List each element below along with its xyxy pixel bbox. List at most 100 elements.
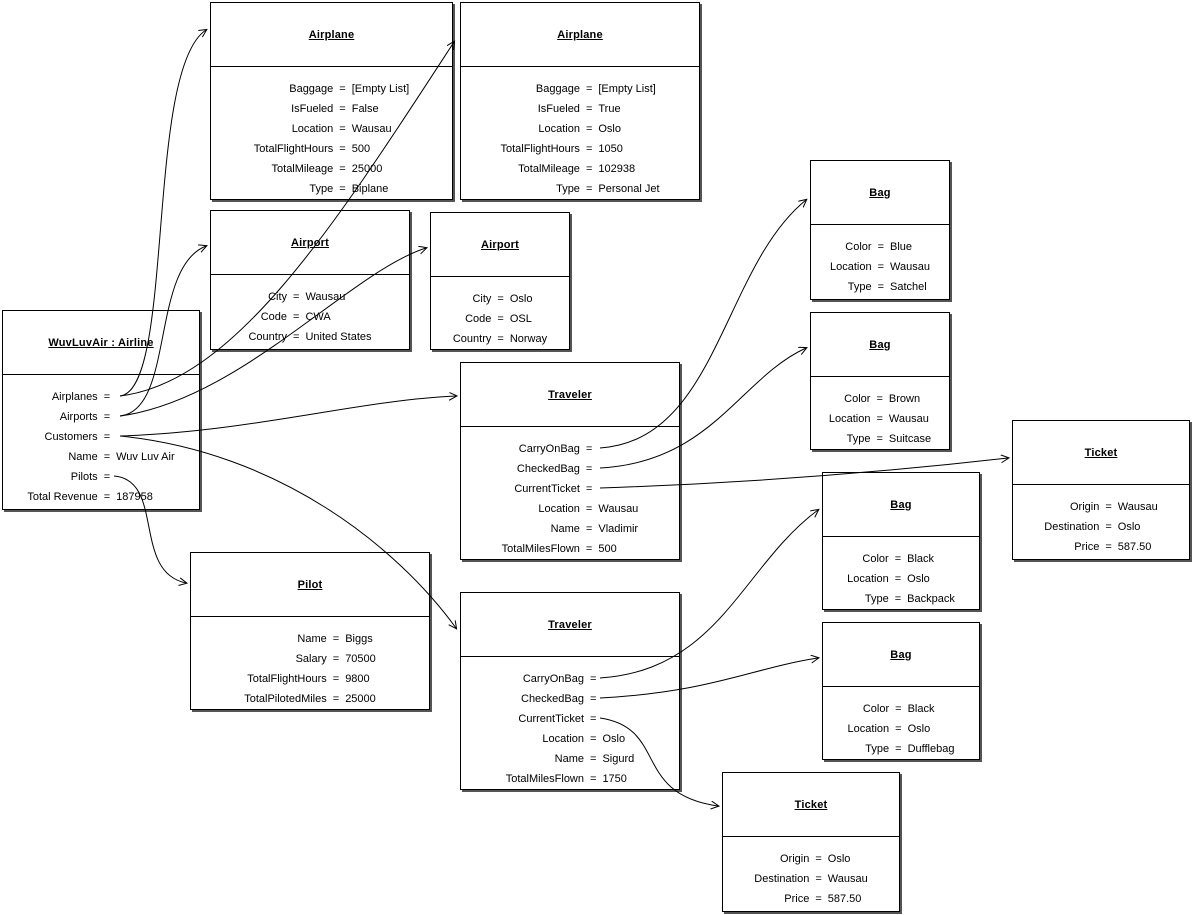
field-name: TotalFlightHours <box>253 143 334 155</box>
equals-sign: = <box>876 413 883 425</box>
node-airplane-wausau[interactable]: Airplane Baggage=[Empty List] IsFueled=F… <box>210 2 453 200</box>
equals-sign: = <box>585 503 593 515</box>
field-name: TotalMilesFlown <box>501 543 580 555</box>
node-airplane-oslo[interactable]: Airplane Baggage=[Empty List] IsFueled=T… <box>460 2 700 200</box>
node-fields: Origin=Wausau Destination=Oslo Price=587… <box>1013 485 1189 557</box>
node-bag-backpack[interactable]: Bag Color=Black Location=Oslo Type=Backp… <box>822 472 980 610</box>
equals-sign: = <box>103 491 111 503</box>
field-name: Total Revenue <box>27 491 98 503</box>
field-value: 25000 <box>351 163 383 175</box>
field-name: Type <box>864 593 889 605</box>
field-name: Name <box>550 523 580 535</box>
node-traveler-sigurd[interactable]: Traveler CarryOnBag= CheckedBag= Current… <box>460 592 680 790</box>
equals-sign: = <box>103 471 111 483</box>
node-fields: Name=Biggs Salary=70500 TotalFlightHours… <box>191 617 429 709</box>
node-airline[interactable]: WuvLuvAir : Airline Airplanes= Airports=… <box>2 310 200 510</box>
field-name: Pilots <box>70 471 98 483</box>
node-fields: Baggage=[Empty List] IsFueled=False Loca… <box>211 67 452 199</box>
field-name: TotalFlightHours <box>247 673 327 685</box>
node-fields: CarryOnBag= CheckedBag= CurrentTicket= L… <box>461 427 679 559</box>
node-airport-wausau[interactable]: Airport City=Wausau Code=CWA Country=Uni… <box>210 210 410 350</box>
node-title: WuvLuvAir : Airline <box>3 311 199 375</box>
field-name: Location <box>830 261 872 273</box>
field-name: Baggage <box>289 83 334 95</box>
node-airport-oslo[interactable]: Airport City=Oslo Code=OSL Country=Norwa… <box>430 212 570 350</box>
field-value: Blue <box>890 241 913 253</box>
field-value <box>116 427 175 447</box>
node-fields: Color=Brown Location=Wausau Type=Suitcas… <box>811 377 949 449</box>
node-title: Bag <box>811 161 949 225</box>
field-value: 587.50 <box>1117 541 1152 553</box>
field-name: CarryOnBag <box>518 443 580 455</box>
equals-sign: = <box>585 103 593 115</box>
field-value <box>602 689 634 709</box>
field-value: Oslo <box>907 723 931 735</box>
field-value: United States <box>305 331 372 343</box>
field-name: Price <box>1074 541 1100 553</box>
field-name: Location <box>538 123 580 135</box>
node-title: Pilot <box>191 553 429 617</box>
equals-sign: = <box>293 311 300 323</box>
equals-sign: = <box>894 573 902 585</box>
node-fields: Origin=Oslo Destination=Wausau Price=587… <box>723 837 899 909</box>
field-name: TotalMilesFlown <box>505 773 584 785</box>
field-name: Airports <box>59 411 98 423</box>
field-name: TotalFlightHours <box>500 143 580 155</box>
node-ticket-wausau-oslo[interactable]: Ticket Origin=Wausau Destination=Oslo Pr… <box>1012 420 1190 560</box>
node-pilot-biggs[interactable]: Pilot Name=Biggs Salary=70500 TotalFligh… <box>190 552 430 710</box>
field-value: Vladimir <box>598 523 639 535</box>
field-name: Location <box>538 503 580 515</box>
field-value <box>116 467 175 487</box>
equals-sign: = <box>339 83 346 95</box>
node-title: Airport <box>431 213 569 277</box>
equals-sign: = <box>339 163 346 175</box>
field-value <box>116 387 175 407</box>
equals-sign: = <box>877 261 885 273</box>
equals-sign: = <box>895 723 902 735</box>
node-title: Airplane <box>211 3 452 67</box>
equals-sign: = <box>590 733 597 745</box>
field-name: Name <box>68 451 98 463</box>
field-name: Customers <box>44 431 98 443</box>
field-name: IsFueled <box>537 103 580 115</box>
equals-sign: = <box>103 451 111 463</box>
field-name: Type <box>309 183 334 195</box>
field-value: Norway <box>509 333 548 345</box>
field-value: Biggs <box>345 633 373 645</box>
node-bag-satchel[interactable]: Bag Color=Blue Location=Wausau Type=Satc… <box>810 160 950 300</box>
equals-sign: = <box>103 411 111 423</box>
equals-sign: = <box>590 713 597 725</box>
equals-sign: = <box>815 873 822 885</box>
field-value: OSL <box>509 313 532 325</box>
field-value: Oslo <box>598 123 621 135</box>
field-value: Satchel <box>890 281 927 293</box>
field-value: Wausau <box>351 123 392 135</box>
field-name: Type <box>846 433 871 445</box>
node-traveler-vladimir[interactable]: Traveler CarryOnBag= CheckedBag= Current… <box>460 362 680 560</box>
equals-sign: = <box>585 183 593 195</box>
field-name: IsFueled <box>291 103 334 115</box>
node-ticket-oslo-wausau[interactable]: Ticket Origin=Oslo Destination=Wausau Pr… <box>722 772 900 912</box>
node-fields: Color=Black Location=Oslo Type=Backpack <box>823 537 979 609</box>
equals-sign: = <box>590 673 597 685</box>
equals-sign: = <box>894 593 902 605</box>
field-name: TotalMileage <box>518 163 580 175</box>
field-value: Wausau <box>827 873 868 885</box>
field-value: Backpack <box>907 593 955 605</box>
field-value: True <box>598 103 621 115</box>
field-name: CheckedBag <box>516 463 580 475</box>
field-value: Personal Jet <box>598 183 660 195</box>
field-name: Location <box>828 413 871 425</box>
field-name: City <box>268 291 288 303</box>
field-value: Dufflebag <box>907 743 955 755</box>
equals-sign: = <box>815 893 822 905</box>
equals-sign: = <box>339 183 346 195</box>
field-name: Color <box>862 553 889 565</box>
equals-sign: = <box>497 293 504 305</box>
node-bag-dufflebag[interactable]: Bag Color=Black Location=Oslo Type=Duffl… <box>822 622 980 760</box>
field-name: Country <box>248 331 288 343</box>
node-bag-suitcase[interactable]: Bag Color=Brown Location=Wausau Type=Sui… <box>810 312 950 450</box>
field-value: 70500 <box>345 653 376 665</box>
equals-sign: = <box>1105 501 1112 513</box>
field-value <box>598 479 638 499</box>
